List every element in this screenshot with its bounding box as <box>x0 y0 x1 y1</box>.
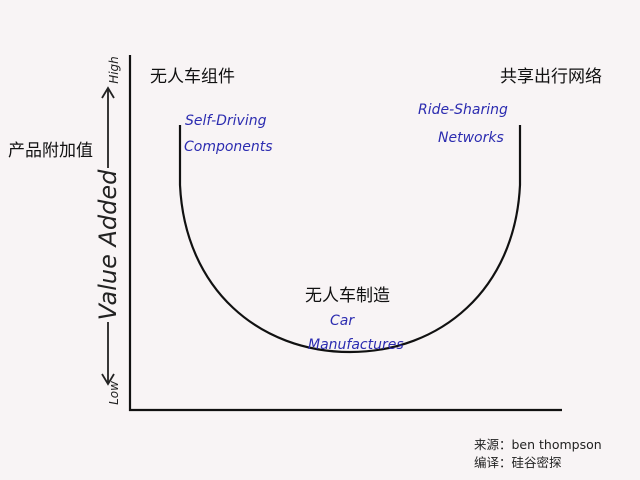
smile-curve <box>178 125 522 354</box>
up-arrow-icon <box>101 86 115 168</box>
hand-manufactures: Manufactures <box>308 337 404 353</box>
hand-car: Car <box>330 313 355 329</box>
axis-low-label: Low <box>107 381 121 405</box>
hand-networks: Networks <box>438 130 504 146</box>
hand-components: Components <box>184 139 273 155</box>
axis-high-label: High <box>107 56 121 84</box>
credit-translator: 编译：硅谷密探 <box>474 455 562 470</box>
label-networks-cn: 共享出行网络 <box>500 67 602 87</box>
label-components-cn: 无人车组件 <box>150 67 235 87</box>
down-arrow-icon <box>101 322 115 386</box>
credit-source: 来源：ben thompson <box>474 437 602 452</box>
label-manufacturing-cn: 无人车制造 <box>305 286 390 306</box>
hand-ride-sharing: Ride-Sharing <box>418 102 508 118</box>
hand-self-driving: Self-Driving <box>185 113 267 129</box>
label-value-added-cn: 产品附加值 <box>8 141 93 161</box>
axis-title: Value Added <box>94 169 122 321</box>
